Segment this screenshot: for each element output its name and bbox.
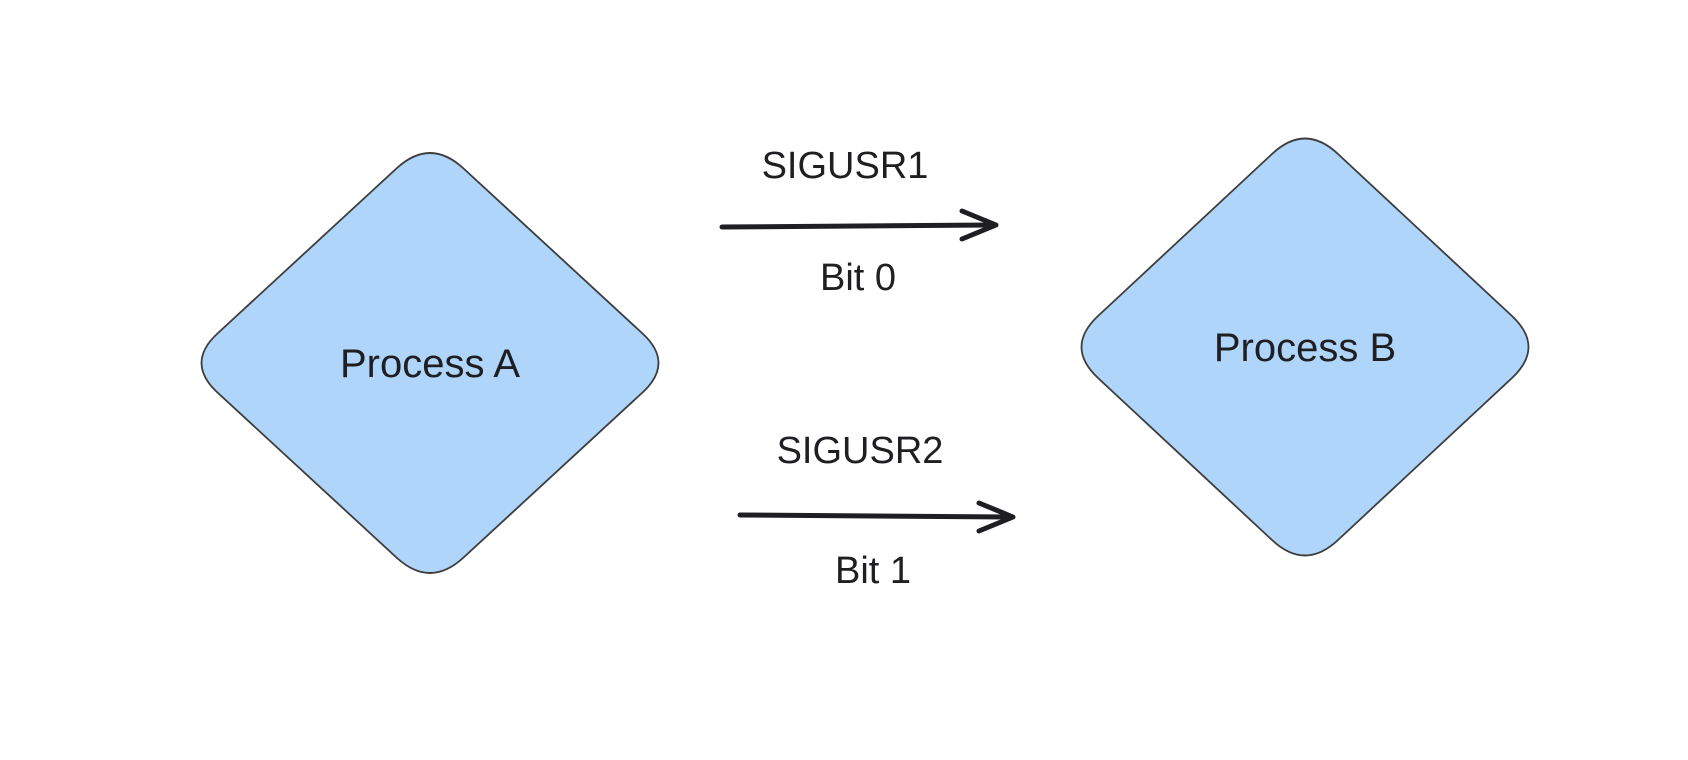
edge-sigusr1-signal-label: SIGUSR1 (762, 145, 929, 187)
edge-sigusr1-arrowhead-icon (959, 208, 999, 242)
node-process-b: Process B (1080, 137, 1530, 557)
edge-sigusr2-signal-label: SIGUSR2 (777, 430, 944, 472)
process-a-diamond-shape (200, 152, 660, 574)
node-process-a: Process A (200, 152, 660, 574)
edge-sigusr1-arrow-line (719, 222, 993, 230)
edge-sigusr2: SIGUSR2 Bit 1 (737, 430, 1016, 592)
edge-sigusr2-arrowhead-icon (976, 500, 1016, 534)
process-b-diamond-shape (1080, 137, 1530, 557)
edge-sigusr1: SIGUSR1 Bit 0 (719, 145, 999, 299)
edge-sigusr1-bit-label: Bit 0 (820, 257, 896, 299)
process-a-label: Process A (340, 342, 520, 386)
edge-sigusr2-bit-label: Bit 1 (835, 550, 911, 592)
edge-sigusr2-arrow-line (737, 512, 1010, 520)
process-b-label: Process B (1214, 326, 1396, 370)
